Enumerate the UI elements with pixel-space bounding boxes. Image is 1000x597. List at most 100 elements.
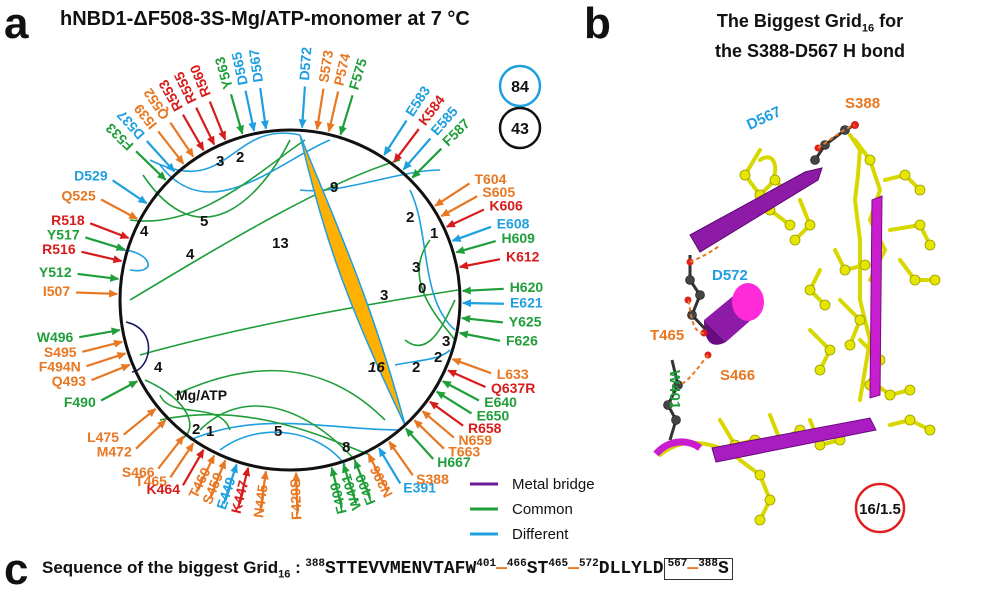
beta-strand [711, 417, 877, 463]
residue-label: P574 [330, 51, 353, 87]
residue-arrowhead [368, 453, 376, 464]
residue-label: D529 [74, 168, 108, 184]
loop-blue [219, 431, 346, 466]
count-value: 84 [511, 79, 529, 96]
count-circle-black [498, 106, 542, 150]
residue-arrowhead [260, 120, 269, 130]
hydrogen-bonds [679, 124, 856, 386]
residue-label: R516 [42, 241, 76, 257]
residue-arrowhead [383, 146, 392, 156]
residue-arrowhead [342, 463, 350, 474]
structure-view: S388 D567 D572 T465 S466 W401 16/1.5 [650, 95, 941, 534]
residue-label: T663 [448, 444, 480, 460]
loop-blue [409, 189, 456, 331]
residue-arrowhead [196, 448, 204, 459]
residue-label: K606 [489, 198, 523, 214]
residue-arrowhead [402, 160, 412, 171]
atoms-dark [663, 125, 850, 425]
residue-arrowhead [113, 339, 124, 348]
ribbon-loop [653, 438, 703, 457]
residue-arrowhead [146, 408, 157, 418]
legend-label: Metal bridge [512, 476, 595, 493]
residue-arrowhead [441, 380, 452, 389]
residue-arrowhead [185, 442, 194, 453]
loop-green [159, 413, 371, 456]
residue-label: D565 [228, 50, 251, 86]
residue-arrowhead [236, 124, 244, 135]
beta-strand [869, 195, 883, 399]
grid-size-label: 3 [442, 333, 450, 350]
grid-size-labels: 3 2 9 5 4 4 13 2 1 3 0 3 3 2 16 2 4 2 1 … [140, 149, 450, 456]
panel-b-title: The Biggest Grid16 for the S388-D567 H b… [640, 8, 980, 66]
residue-label-d572: D572 [712, 267, 748, 284]
residue-arrowhead [207, 135, 215, 146]
residue-label: Q525 [62, 187, 96, 203]
panel-c-letter: c [4, 545, 29, 594]
loop-green [174, 369, 386, 421]
residue-arrowhead [445, 219, 456, 228]
seq-start-number: 466 [506, 558, 527, 570]
residue-arrowhead [119, 231, 130, 239]
legend: Metal bridge Common Different [470, 476, 595, 543]
seq-end-number: 567 [667, 558, 688, 570]
loop-blue [159, 139, 331, 193]
residue-label-w401: W401 [666, 370, 683, 409]
seq-end-number: 401 [476, 558, 497, 570]
grid-size-label: 2 [406, 209, 414, 226]
residue-arrowhead [111, 327, 121, 336]
residue-label: E640 [484, 394, 517, 410]
residue-label: Y512 [39, 264, 72, 280]
residue-arrowhead [447, 369, 457, 378]
residue-arrowhead [175, 154, 185, 165]
residue-label: W496 [37, 329, 74, 345]
loop-green [159, 394, 231, 431]
grid-size-label: 3 [216, 153, 224, 170]
grid-size-label: 3 [412, 259, 420, 276]
ratio-circle [854, 482, 906, 534]
residue-label: D567 [245, 48, 266, 84]
loop-green [144, 379, 191, 441]
residue-arrowhead [218, 459, 226, 470]
residue-arrowhead [429, 401, 439, 410]
residue-label: L633 [497, 366, 529, 382]
residue-arrowhead [165, 162, 175, 173]
residue-arrowhead [116, 352, 127, 360]
residue-arrowhead [455, 246, 466, 254]
residue-arrowhead [128, 380, 139, 389]
residue-arrowhead [435, 391, 446, 400]
residue-arrowhead [108, 289, 119, 298]
residue-label: F429S [287, 478, 304, 520]
grid-size-label: 2 [192, 421, 200, 438]
biggest-grid-wedge [299, 134, 406, 426]
residue-label: S573 [315, 49, 336, 84]
panel-b-title-suffix: for [874, 11, 904, 31]
residue-label-s388: S388 [845, 95, 880, 112]
sequence-label-suffix: : [290, 558, 301, 577]
sequence-label: Sequence of the biggest Grid16 : [42, 558, 301, 580]
residue-label: L475 [87, 429, 119, 445]
loop-green [404, 299, 456, 347]
residue-arrowhead [458, 330, 469, 339]
residue-arrowhead [292, 471, 301, 482]
residue-arrowhead [461, 286, 471, 295]
seq-segment: S [718, 559, 729, 579]
residue-label: E650 [477, 407, 510, 423]
residue-label-s466: S466 [720, 367, 755, 384]
residue-arrowhead [137, 195, 148, 204]
residue-label: F409 [326, 481, 349, 516]
grid-size-label: 2 [236, 149, 244, 166]
residue-label-t465: T465 [650, 327, 684, 344]
residue-label: D572 [296, 46, 314, 81]
alpha-helix [704, 283, 764, 345]
seq-end-number: 465 [548, 558, 569, 570]
count-badges: 84 43 [498, 64, 542, 150]
loop-green [418, 239, 456, 341]
count-circle-blue [498, 64, 542, 108]
grid-size-label: 13 [272, 235, 289, 252]
residue-arrowhead [388, 440, 398, 451]
loop-blue [189, 422, 401, 441]
count-value: 43 [511, 121, 529, 138]
main-circle [118, 128, 462, 472]
residue-label: S495 [44, 344, 77, 360]
grid-size-label: 9 [330, 179, 338, 196]
